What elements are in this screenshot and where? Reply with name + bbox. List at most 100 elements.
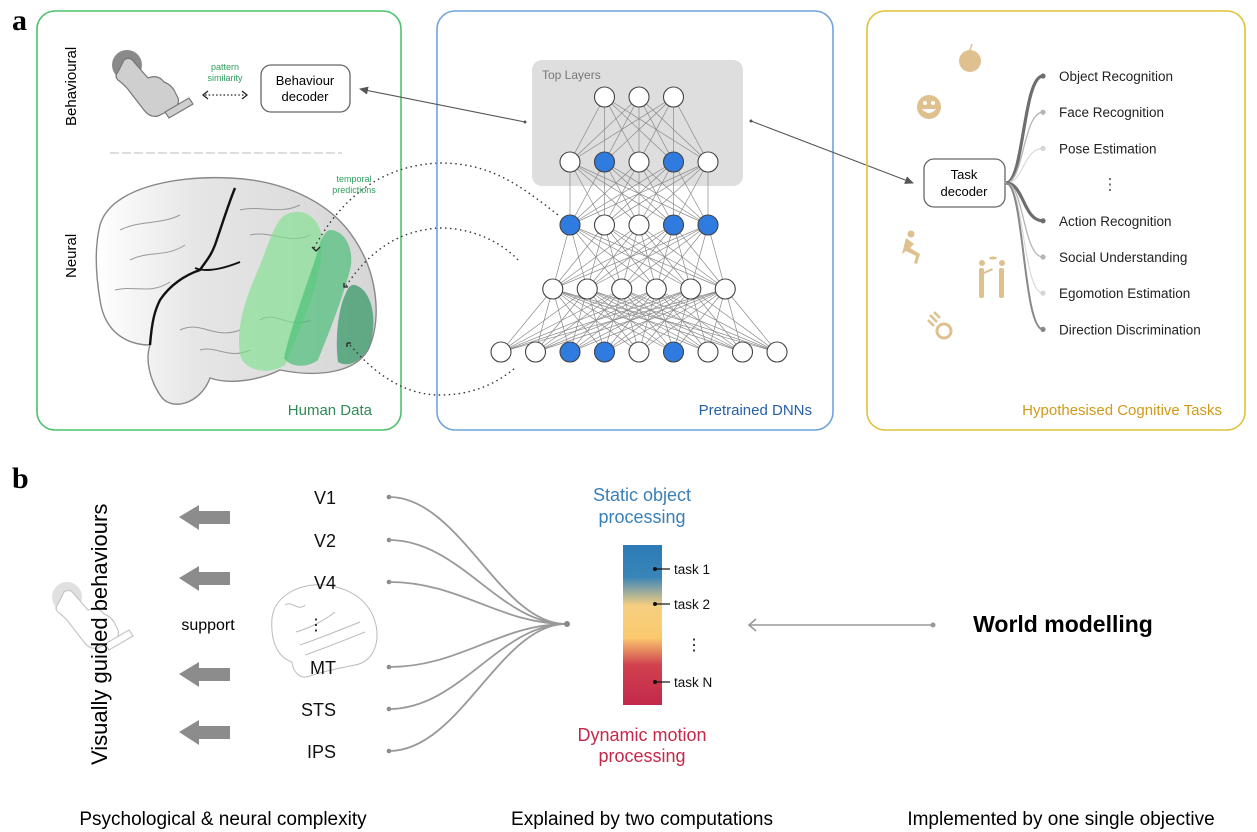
- behaviour-decoder-box: [260, 64, 351, 113]
- dnn-edge: [569, 96, 674, 163]
- dnn-title: Pretrained DNNs: [699, 402, 812, 419]
- dnn-node: [628, 151, 650, 173]
- dnn-edge: [500, 288, 726, 353]
- two-people-talking-icon: [979, 256, 1005, 298]
- computation-gradient-bar: [623, 545, 662, 705]
- static-label-1: Static object: [593, 485, 691, 505]
- dnn-border: [436, 10, 834, 431]
- support-arrows: [179, 505, 230, 745]
- world-modelling-arrow: [747, 618, 936, 632]
- dnn-node: [628, 86, 650, 108]
- task-branch-dot: [1040, 73, 1046, 79]
- region-ellipsis: ⋮: [308, 617, 324, 634]
- tasks-border: [866, 10, 1246, 431]
- panel-a-letter: a: [12, 4, 27, 37]
- task-branch: [1005, 182, 1044, 331]
- region-curve: [388, 496, 567, 625]
- dnn-edge: [569, 96, 605, 163]
- apple-icon: [959, 43, 981, 72]
- dnn-node-active: [593, 341, 616, 363]
- convergence-point: [564, 621, 570, 627]
- pattern-label-2: similarity: [208, 73, 243, 83]
- task-decoder-label-1: Task: [951, 167, 978, 182]
- dnn-edge: [552, 224, 571, 290]
- dnn-node: [490, 341, 512, 363]
- dnn-connections: [500, 96, 778, 353]
- task-marker-label: task N: [674, 675, 712, 690]
- panel-b-letter: b: [12, 462, 29, 495]
- region-label: STS: [301, 700, 336, 720]
- dnn-edge: [707, 224, 726, 290]
- task-branch: [1005, 111, 1044, 184]
- human-data-title: Human Data: [288, 402, 373, 419]
- task-branches: [1005, 73, 1046, 332]
- top-layers-box: [532, 60, 743, 186]
- dnn-node-active: [662, 151, 685, 173]
- outline-brain-icon: [271, 584, 378, 678]
- dnn-edge: [638, 96, 674, 163]
- task-branch-dot: [1040, 109, 1046, 115]
- human-data-panel: Behavioural Neural pattern similarity Be…: [36, 10, 402, 431]
- dnn-edge: [604, 161, 709, 226]
- dnn-edge: [673, 161, 709, 226]
- dnn-edge: [552, 224, 640, 290]
- dynamic-label-1: Dynamic motion: [577, 725, 706, 745]
- dnn-edge: [552, 224, 674, 290]
- dnn-node: [645, 278, 667, 300]
- pattern-label-1: pattern: [211, 62, 239, 72]
- dnn-edge: [569, 161, 674, 226]
- region-label: V2: [314, 531, 336, 551]
- region-label: V4: [314, 573, 336, 593]
- dnn-node: [662, 86, 685, 108]
- dnn-node-active: [559, 214, 581, 236]
- dnn-edge: [535, 288, 726, 353]
- dnn-edge: [500, 288, 554, 353]
- dnn-node-active: [593, 151, 616, 173]
- tasks-title: Hypothesised Cognitive Tasks: [1022, 402, 1222, 419]
- dnn-node-active: [697, 214, 719, 236]
- behaviour-decoder-label-2: decoder: [282, 89, 330, 104]
- task-item: Social Understanding: [1059, 250, 1187, 265]
- temporal-label-2: predictions: [332, 185, 376, 195]
- caption-complexity: Psychological & neural complexity: [79, 809, 367, 830]
- task-marker-label: task 1: [674, 562, 710, 577]
- task-branch-dot: [1040, 254, 1046, 260]
- dnn-node: [576, 278, 598, 300]
- task-marker-label: task 2: [674, 597, 710, 612]
- dnn-edge: [604, 288, 726, 353]
- dnn-edge: [500, 288, 588, 353]
- region-label: V1: [314, 488, 336, 508]
- temporal-label-1: temporal: [336, 174, 371, 184]
- faded-hand-icon: [52, 582, 134, 651]
- task-item: Face Recognition: [1059, 105, 1164, 120]
- dnn-edge: [500, 288, 622, 353]
- region-label: MT: [310, 658, 336, 678]
- dnn-edge: [690, 224, 709, 290]
- task-item: Object Recognition: [1059, 69, 1173, 84]
- task-branch-dot: [1040, 290, 1046, 296]
- task-branch: [1005, 147, 1044, 184]
- human-data-border: [36, 10, 402, 431]
- region-curve: [388, 623, 567, 710]
- dnn-node: [559, 151, 581, 173]
- dnn-edge: [552, 224, 709, 290]
- task-decoder-label-2: decoder: [941, 184, 989, 199]
- dnn-edge: [500, 288, 657, 353]
- support-label: support: [181, 617, 235, 634]
- dnn-nodes: [490, 86, 788, 363]
- world-modelling-label: World modelling: [973, 611, 1153, 637]
- dnn-edge: [569, 161, 605, 226]
- dnn-edge: [673, 288, 726, 353]
- dynamic-label-2: processing: [598, 746, 685, 766]
- dnn-node-active: [662, 341, 685, 363]
- behavioural-label: Behavioural: [63, 47, 80, 126]
- dnn-node: [611, 278, 633, 300]
- caption-computations: Explained by two computations: [511, 809, 773, 830]
- dnn-node: [697, 151, 719, 173]
- dnn-node: [542, 278, 564, 300]
- task-branch: [1005, 182, 1044, 294]
- region-label: IPS: [307, 742, 336, 762]
